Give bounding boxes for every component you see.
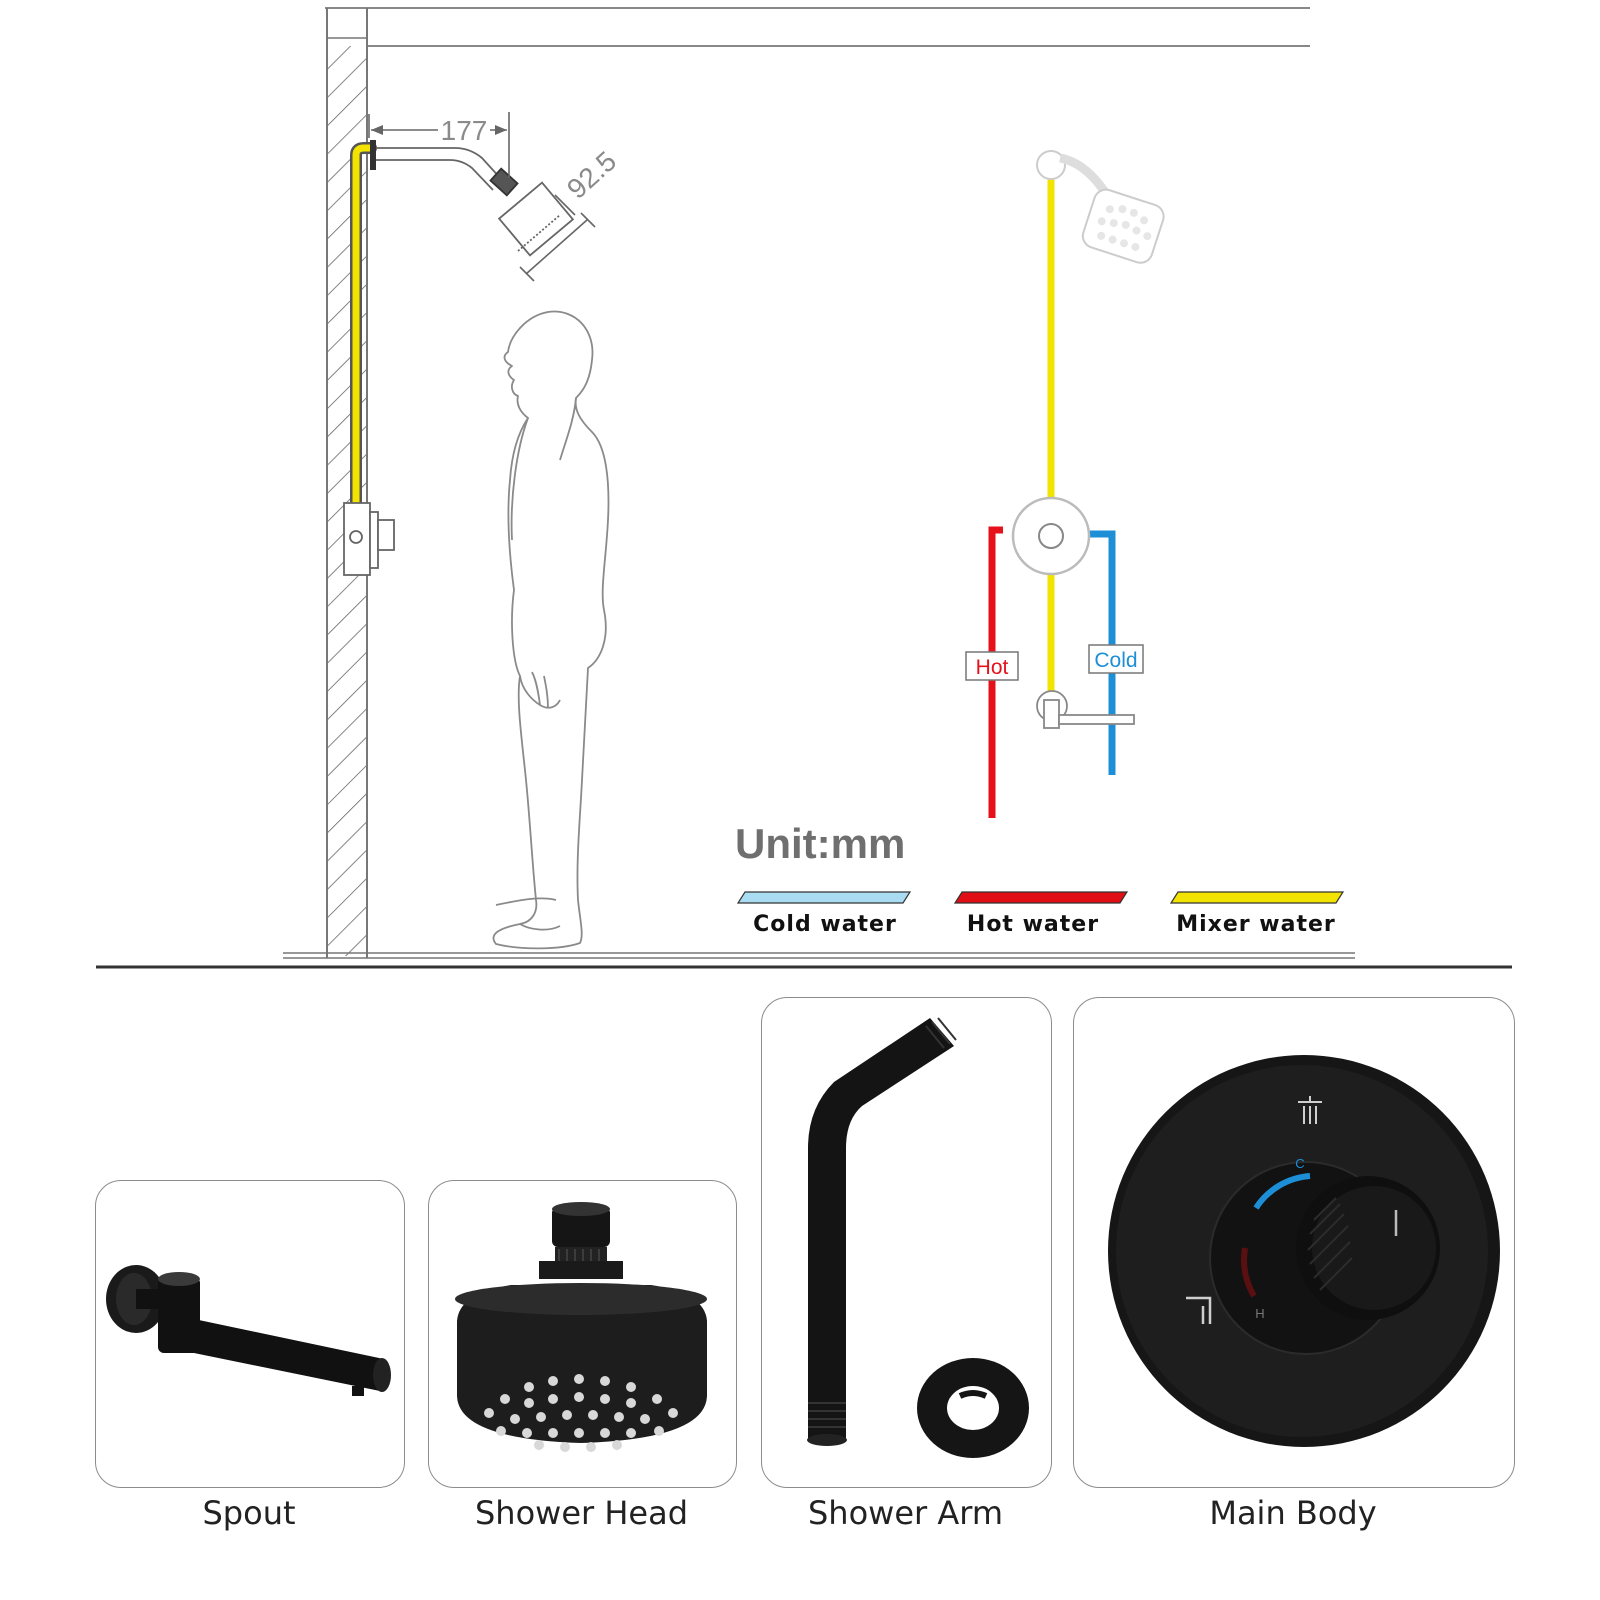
main-body-caption: Main Body: [1209, 1494, 1377, 1532]
schematic-spout: [1036, 690, 1135, 729]
cold-tag: Cold: [1088, 644, 1144, 674]
legend: Cold water Hot water Mixer water: [736, 891, 1345, 937]
person-silhouette: [492, 310, 610, 950]
shower-mode-icon: [1298, 1096, 1322, 1124]
hot-mark: H: [1255, 1306, 1264, 1321]
shower-arm-image: [807, 1017, 1029, 1458]
main-body-card: C H: [1073, 997, 1515, 1488]
svg-text:Hot water: Hot water: [967, 912, 1099, 937]
dimension-177-label: 177: [441, 115, 488, 146]
legend-cold-water: Cold water: [736, 891, 912, 937]
main-body-image: C H: [1108, 1055, 1500, 1447]
svg-text:Cold: Cold: [1094, 649, 1137, 672]
dimension-arm-length: [368, 112, 510, 178]
floor: [283, 952, 1355, 959]
spout-image: [106, 1265, 391, 1396]
dimension-92-5-label: 92.5: [561, 145, 622, 205]
shower-arm-caption: Shower Arm: [807, 1494, 1003, 1532]
ceiling: [325, 7, 1310, 47]
unit-label: Unit:mm: [735, 820, 905, 867]
spout-caption: Spout: [202, 1494, 296, 1532]
svg-text:Hot: Hot: [976, 656, 1009, 679]
cold-water-pipe: [1085, 530, 1116, 775]
legend-hot-water: Hot water: [953, 891, 1129, 937]
svg-text:Mixer water: Mixer water: [1176, 912, 1336, 937]
spout-card: [95, 1180, 405, 1488]
cold-mark: C: [1295, 1156, 1304, 1171]
shower-head-image: [455, 1202, 707, 1452]
installation-diagram: 177 92.5: [96, 7, 1512, 969]
svg-text:Cold water: Cold water: [753, 912, 897, 937]
hot-water-pipe: [988, 526, 1003, 818]
dimension-head-diameter: [519, 194, 596, 282]
shower-arm-card: [761, 997, 1052, 1488]
shower-head-caption: Shower Head: [474, 1494, 689, 1532]
spout-mode-icon: [1186, 1296, 1212, 1324]
legend-mixer-water: Mixer water: [1169, 891, 1345, 937]
schematic-mixer-valve: [1011, 496, 1091, 576]
hot-tag: Hot: [965, 651, 1019, 681]
shower-head-card: [428, 1180, 737, 1488]
wall-mixer-pipe: [350, 142, 377, 511]
shower-arm-drawing: [370, 140, 575, 257]
wall-valve-drawing: [343, 502, 395, 576]
schematic-shower-head: [1036, 150, 1165, 264]
